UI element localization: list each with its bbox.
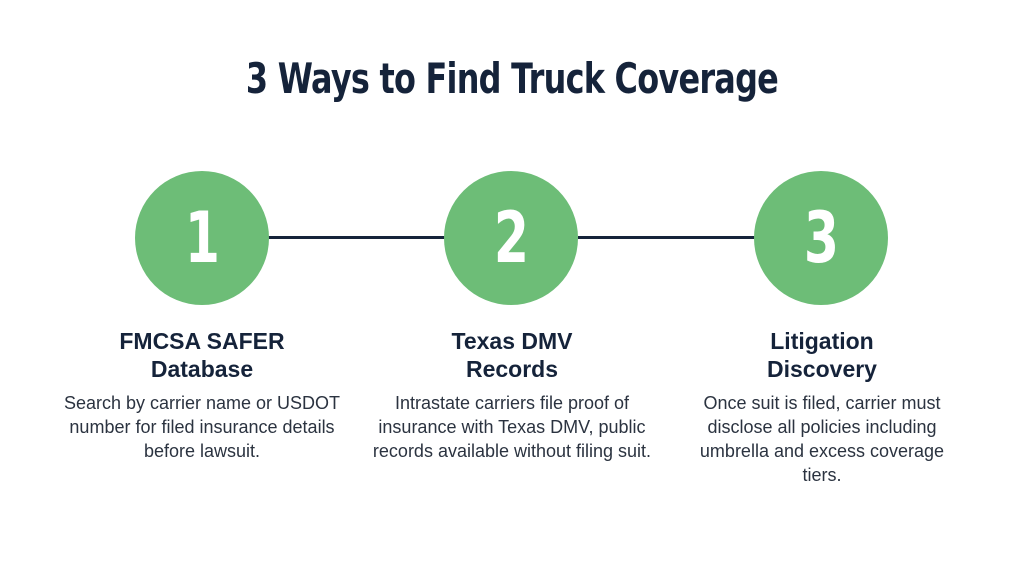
step-1-block: FMCSA SAFER Database Search by carrier n…	[62, 327, 342, 463]
step-3-description: Once suit is filed, carrier must disclos…	[699, 393, 945, 485]
step-2-heading: Texas DMV Records	[451, 328, 573, 382]
page-title: 3 Ways to Find Truck Coverage	[245, 54, 779, 103]
step-1-description: Search by carrier name or USDOT number f…	[63, 393, 341, 461]
step-2-description: Intrastate carriers file proof of insura…	[372, 393, 652, 461]
connector-line-2-3	[578, 236, 756, 239]
step-2-block: Texas DMV Records Intrastate carriers fi…	[372, 327, 652, 463]
step-3-circle: 3	[754, 171, 888, 305]
connector-line-1-2	[268, 236, 446, 239]
step-1-number: 1	[184, 197, 220, 279]
step-2-circle: 2	[444, 171, 578, 305]
step-2-number: 2	[493, 197, 529, 279]
step-3-number: 3	[803, 197, 839, 279]
step-1-heading: FMCSA SAFER Database	[119, 328, 285, 382]
step-3-block: Litigation Discovery Once suit is filed,…	[682, 327, 962, 487]
step-3-heading: Litigation Discovery	[767, 328, 877, 382]
step-1-circle: 1	[135, 171, 269, 305]
